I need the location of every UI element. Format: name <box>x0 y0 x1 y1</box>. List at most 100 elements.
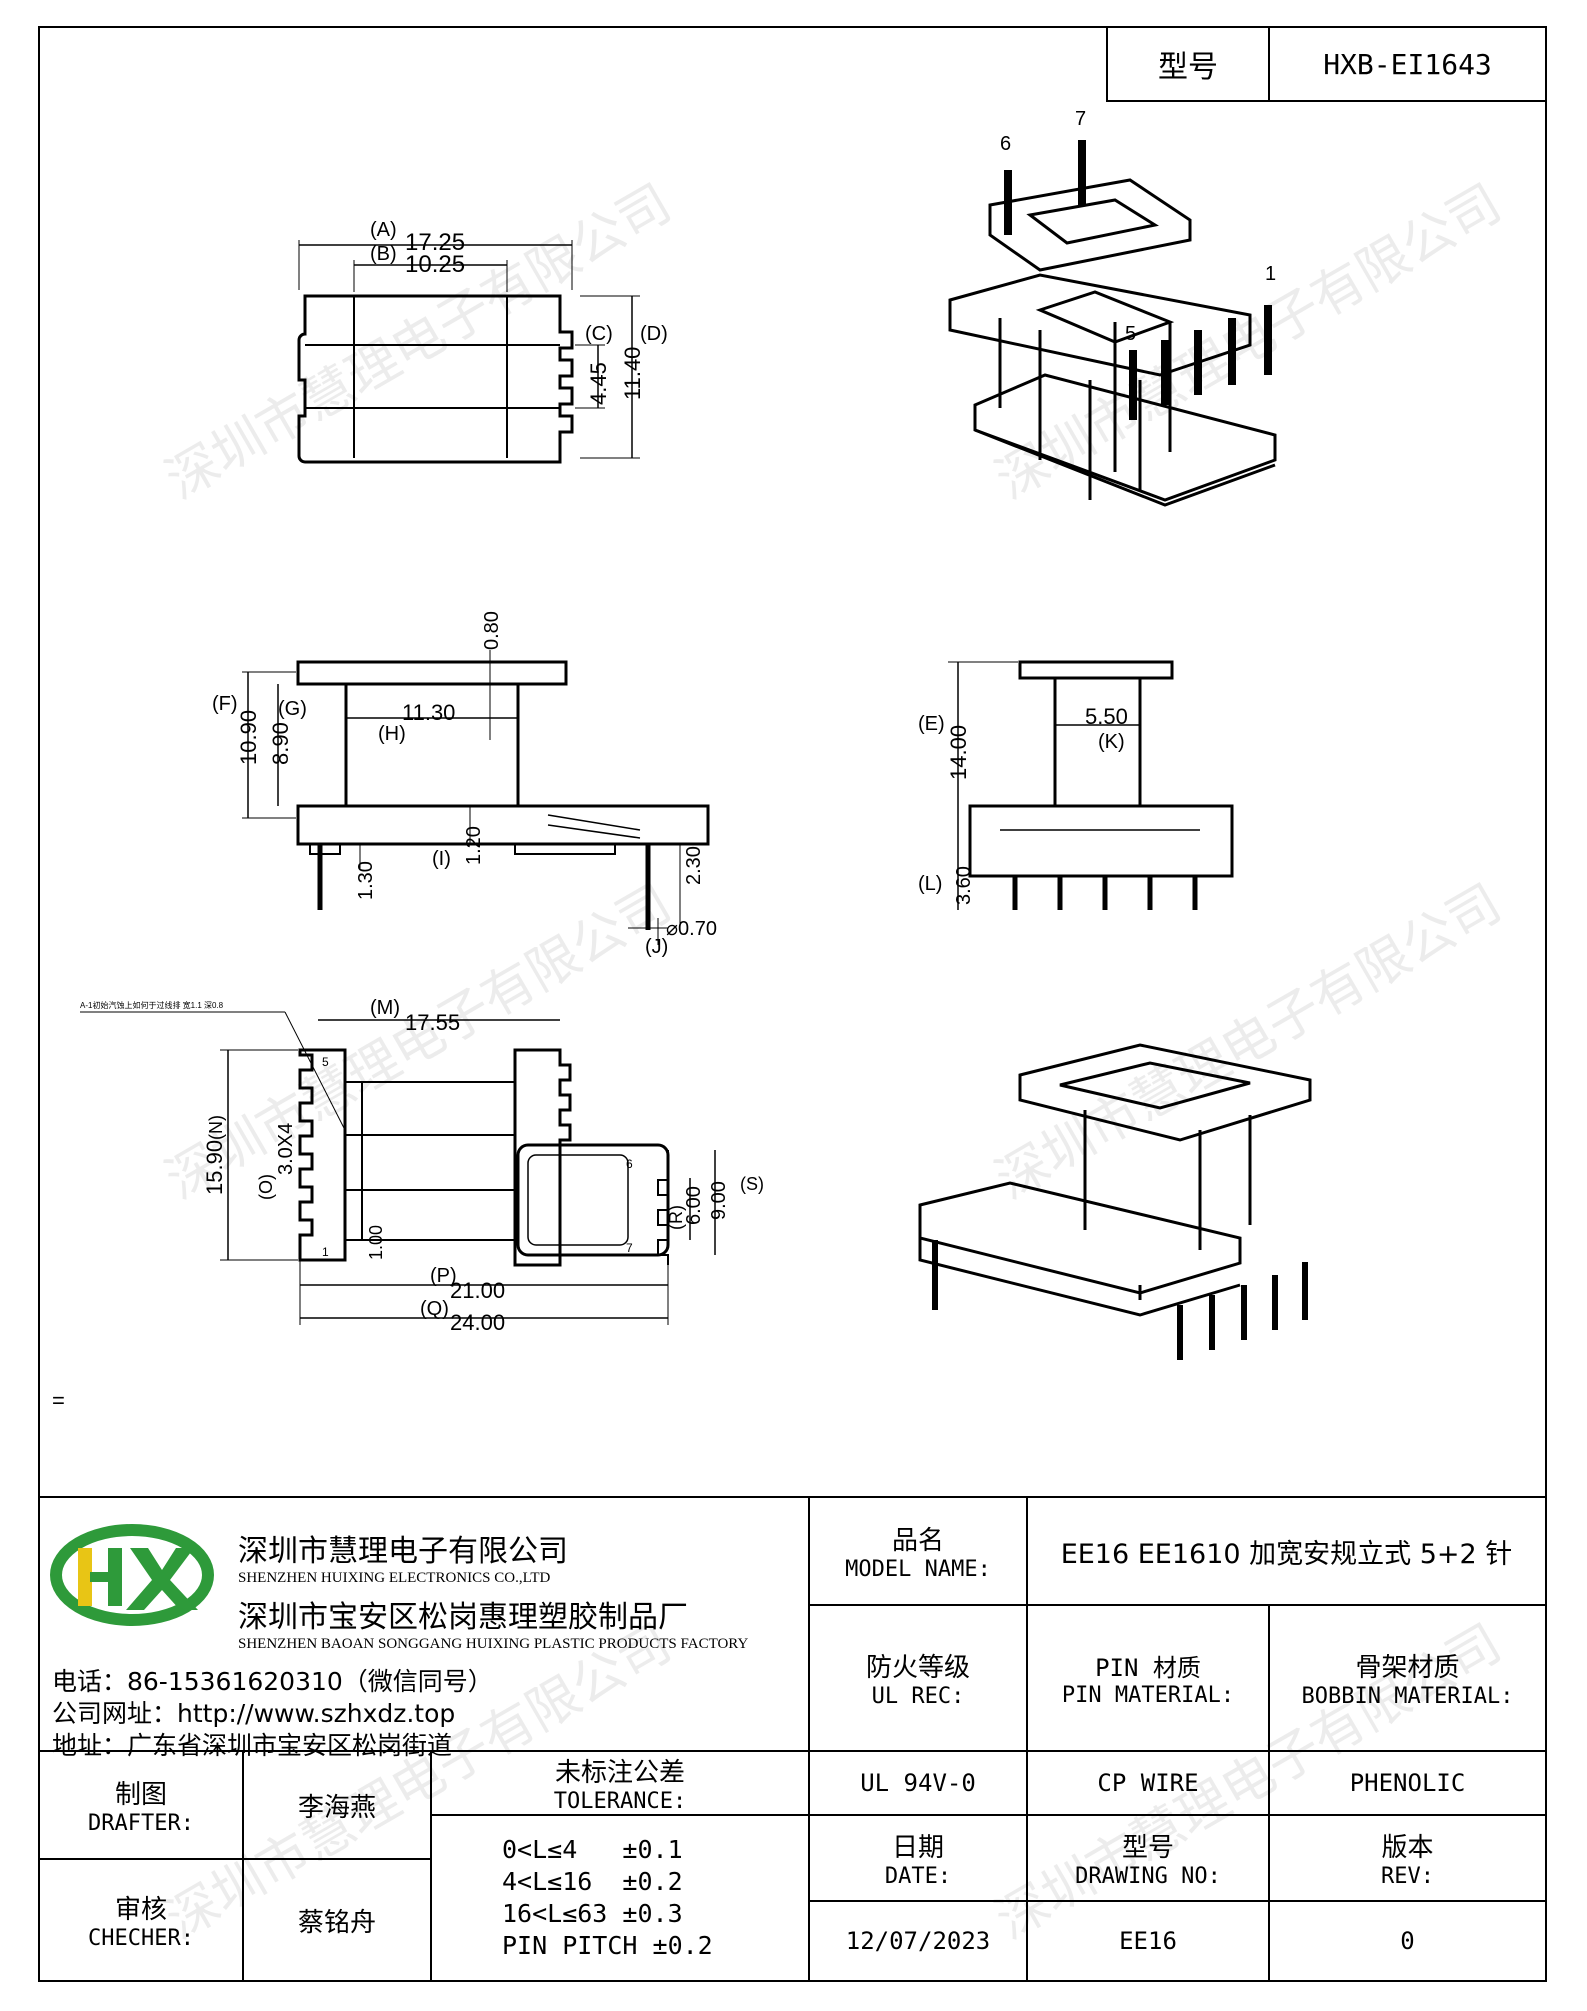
dim-r-value: 6.00 <box>683 1186 705 1225</box>
dim-g-label: (G) <box>278 698 307 720</box>
model-name-cell: 品名 MODEL NAME: <box>808 1496 1028 1606</box>
tolerance-list: 0<L≤4 ±0.1 4<L≤16 ±0.2 16<L≤63 ±0.3 PIN … <box>430 1814 810 1982</box>
checker-cn: 审核 <box>114 1895 167 1925</box>
title-block-divider <box>38 1496 1547 1498</box>
dim-q-value: 24.00 <box>450 1310 505 1335</box>
iso-view-bottom <box>918 1043 1312 1360</box>
dim-j-value: ⌀0.70 <box>666 918 717 940</box>
dim-a-value: 17.25 <box>405 229 465 256</box>
dim-h-value: 11.30 <box>402 700 455 725</box>
bottom-pin-6: 6 <box>626 1157 633 1171</box>
bottom-view <box>80 1011 716 1325</box>
dim-p-value: 21.00 <box>450 1278 505 1303</box>
dim-e-value: 14.00 <box>946 725 971 780</box>
dim-s-label: (S) <box>740 1174 764 1194</box>
drawing-no-cn: 型号 <box>1121 1833 1174 1863</box>
dim-c-label: (C) <box>585 323 613 345</box>
company-name-en: SHENZHEN HUIXING ELECTRONICS CO.,LTD <box>238 1570 551 1586</box>
dim-o-label: (O) <box>256 1174 276 1200</box>
bobbin-en: BOBBIN MATERIAL: <box>1301 1684 1514 1709</box>
dim-p-label: (P) <box>430 1265 457 1287</box>
side-view <box>948 660 1234 910</box>
bottom-pin-7: 7 <box>626 1241 633 1255</box>
dim-i-label: (I) <box>432 848 451 870</box>
model-value: HXB-EI1643 <box>1323 47 1492 81</box>
dim-n-value: 15.90 <box>202 1140 227 1195</box>
bottom-pin-5: 5 <box>322 1055 329 1069</box>
pin-label-1: 1 <box>1265 263 1276 285</box>
dim-o-value: 3.0X4 <box>275 1123 297 1175</box>
ul-value: UL 94V-0 <box>808 1750 1028 1816</box>
drafter-cell: 制图 DRAFTER: <box>38 1750 244 1860</box>
dim-m-value: 17.55 <box>405 1010 460 1035</box>
tolerance-line: 4<L≤16 ±0.2 <box>502 1867 683 1896</box>
dim-left-pin-value: 1.30 <box>355 861 377 900</box>
tolerance-line: 0<L≤4 ±0.1 <box>502 1835 683 1864</box>
iso-view-top <box>948 140 1277 507</box>
company-logo <box>50 1524 214 1626</box>
date-value: 12/07/2023 <box>808 1900 1028 1982</box>
drafter-name: 李海燕 <box>242 1750 432 1860</box>
dim-c-value: 4.45 <box>586 362 611 405</box>
dim-j-label: (J) <box>645 936 668 958</box>
tolerance-header-cell: 未标注公差 TOLERANCE: <box>430 1750 810 1816</box>
company-phone: 电话：86-15361620310（微信同号） <box>52 1667 493 1696</box>
dim-top-value: 0.80 <box>481 611 503 650</box>
bobbin-value: PHENOLIC <box>1268 1750 1547 1816</box>
dim-k-label: (K) <box>1098 731 1125 753</box>
rev-cell: 版本 REV: <box>1268 1814 1547 1902</box>
dim-n-label: (N) <box>206 1115 226 1140</box>
pin-label-5: 5 <box>1125 323 1136 345</box>
date-en: DATE: <box>884 1864 952 1889</box>
dim-r-label: (R) <box>666 1205 686 1230</box>
date-cell: 日期 DATE: <box>808 1814 1028 1902</box>
company-address: 地址：广东省深圳市宝安区松岗街道 <box>52 1731 453 1760</box>
dim-g-value: 8.90 <box>268 722 293 765</box>
dim-e-label: (E) <box>918 713 945 735</box>
model-name-en: MODEL NAME: <box>845 1557 991 1582</box>
model-name-value: EE16 EE1610 加宽安规立式 5+2 针 <box>1026 1496 1547 1606</box>
dim-h-label: (H) <box>378 723 406 745</box>
front-view <box>242 650 710 945</box>
drawing-no-en: DRAWING NO: <box>1075 1864 1221 1889</box>
dim-q-label: (Q) <box>420 1298 449 1320</box>
checker-en: CHECHER: <box>88 1926 194 1951</box>
dim-l-label: (L) <box>918 873 942 895</box>
bottom-pin-1: 1 <box>322 1245 329 1259</box>
pin-cn: PIN 材质 <box>1095 1654 1201 1682</box>
pin-label-6: 6 <box>1000 133 1011 155</box>
dim-b-label: (B) <box>370 243 397 265</box>
checker-name: 蔡铭舟 <box>242 1858 432 1982</box>
tolerance-en: TOLERANCE: <box>553 1789 687 1814</box>
model-header-table: 型号 HXB-EI1643 <box>1106 26 1547 102</box>
rev-en: REV: <box>1381 1864 1434 1889</box>
top-view <box>297 240 640 464</box>
company-name-cn: 深圳市慧理电子有限公司 <box>238 1534 568 1569</box>
dim-f-label: (F) <box>212 693 238 715</box>
dim-d-label: (D) <box>640 323 668 345</box>
company-website: 公司网址：http://www.szhxdz.top <box>52 1699 456 1728</box>
tolerance-line: 16<L≤63 ±0.3 <box>502 1899 683 1928</box>
dim-m-label: (M) <box>370 997 400 1019</box>
pin-en: PIN MATERIAL: <box>1061 1683 1235 1708</box>
drafter-en: DRAFTER: <box>88 1811 194 1836</box>
model-label: 型号 <box>1108 28 1270 100</box>
dim-l-value: 3.60 <box>953 866 975 905</box>
technical-drawing: (A) 17.25 (B) 10.25 (C) 4.45 (D) 11.40 6… <box>52 108 1312 1413</box>
ul-cell: 防火等级 UL REC: <box>808 1604 1028 1752</box>
checker-cell: 审核 CHECHER: <box>38 1858 244 1982</box>
ul-en: UL REC: <box>871 1684 965 1709</box>
dim-f-value: 10.90 <box>236 710 261 765</box>
pin-value: CP WIRE <box>1026 1750 1270 1816</box>
dim-b-value: 10.25 <box>405 251 465 278</box>
dim-k-value: 5.50 <box>1085 704 1128 729</box>
drawing-no-value: EE16 <box>1026 1900 1270 1982</box>
rev-value: 0 <box>1268 1900 1547 1982</box>
ul-cn: 防火等级 <box>865 1653 970 1683</box>
bobbin-cn: 骨架材质 <box>1355 1653 1460 1683</box>
pin-label-7: 7 <box>1075 108 1086 130</box>
drafter-cn: 制图 <box>114 1780 167 1810</box>
dim-i-value: 1.20 <box>463 826 485 865</box>
date-cn: 日期 <box>891 1833 944 1863</box>
bobbin-material-cell: 骨架材质 BOBBIN MATERIAL: <box>1268 1604 1547 1752</box>
